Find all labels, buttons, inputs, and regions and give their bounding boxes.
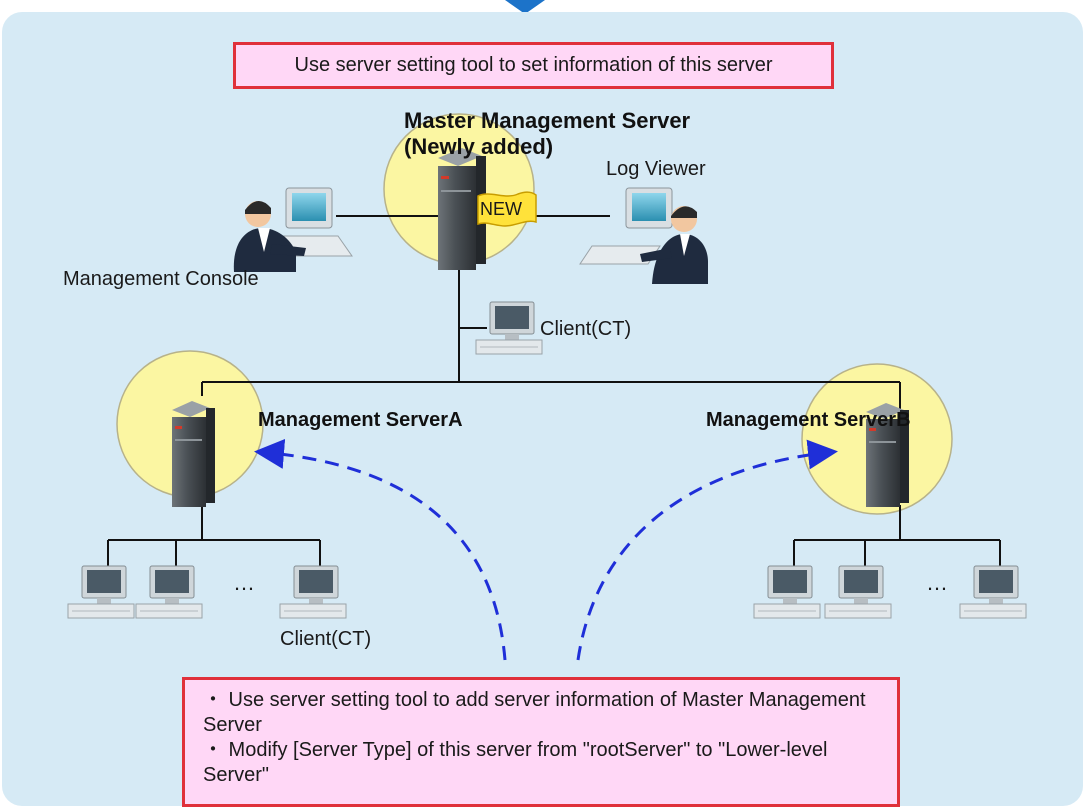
master-server-title: Master Management Server [404,108,691,133]
new-badge-label: NEW [480,199,522,219]
client-pc-a3-icon [279,565,347,619]
client-pc-b3-icon [959,565,1027,619]
client-pc-b1-icon [753,565,821,619]
client-pc-b2-icon [824,565,892,619]
client-a-label: Client(CT) [280,628,372,650]
ellipsis-group-a: … [233,570,255,595]
ellipsis-group-b: … [926,570,948,595]
management-console-label: Management Console [63,268,259,290]
top-note-box: Use server setting tool to set informati… [233,42,834,89]
client-pc-a2-icon [135,565,203,619]
top-arrow-icon [505,0,545,14]
console-operator-icon [233,187,353,272]
dashed-arrow-to-server-a [254,439,507,661]
server-b-icon [866,403,909,507]
server-a-label: Management ServerA [258,409,463,431]
client-center-label: Client(CT) [540,318,632,340]
server-b-label: Management ServerB [706,409,911,431]
master-server-subtitle: (Newly added) [404,134,554,159]
client-pcs [67,301,1027,619]
client-pc-center-icon [475,301,543,355]
client-pc-a1-icon [67,565,135,619]
master-server-icon [438,148,537,270]
bottom-note-line1: ・ Use server setting tool to add server … [203,689,866,736]
top-note-text: Use server setting tool to set informati… [294,54,773,76]
new-badge-icon [477,191,537,227]
dashed-arrow-to-server-b [576,439,838,661]
bottom-note-line2: ・ Modify [Server Type] of this server fr… [203,739,828,786]
connection-lines [107,215,1001,566]
server-a-icon [172,401,215,507]
log-viewer-label: Log Viewer [606,158,706,180]
bottom-note-box: ・ Use server setting tool to add server … [182,677,900,807]
log-viewer-operator-icon [579,187,708,284]
